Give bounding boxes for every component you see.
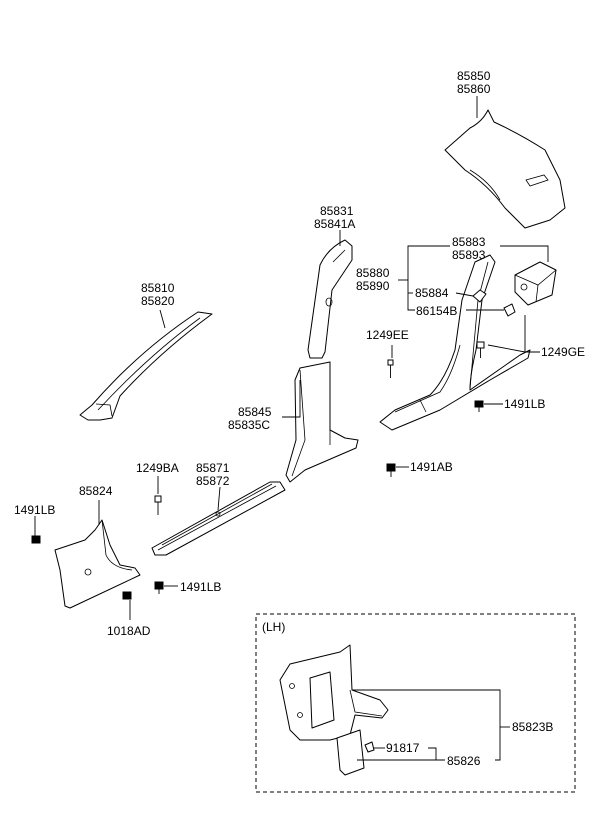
label-1491LB-bottom: 1491LB [180, 580, 221, 594]
label-85883: 85883 [452, 235, 486, 249]
kick-panel-trim [54, 519, 141, 609]
label-85824: 85824 [79, 484, 113, 498]
label-85820: 85820 [141, 294, 175, 308]
label-85850: 85850 [457, 69, 491, 83]
screw-1249BA [154, 495, 162, 515]
label-85810: 85810 [141, 281, 175, 295]
lh-inset [255, 613, 576, 793]
label-91817: 91817 [386, 741, 420, 755]
part-labels: 85850 85860 85831 85841A 85883 85893 858… [14, 69, 585, 768]
label-1249BA: 1249BA [136, 461, 179, 475]
label-85845: 85845 [238, 405, 272, 419]
label-1249GE: 1249GE [541, 345, 585, 359]
anchor-cover [514, 261, 557, 306]
b-pillar-upper-trim [307, 239, 353, 359]
label-85890: 85890 [356, 279, 390, 293]
label-85872: 85872 [196, 474, 230, 488]
label-1491LB-right: 1491LB [504, 397, 545, 411]
label-1249EE: 1249EE [366, 328, 409, 342]
label-85893: 85893 [452, 248, 486, 262]
b-pillar-lower-trim [285, 361, 359, 483]
leader-lines [34, 96, 549, 620]
label-85860: 85860 [457, 82, 491, 96]
label-1018AD: 1018AD [107, 624, 151, 638]
screw-1249EE [387, 359, 394, 378]
label-85831: 85831 [320, 204, 354, 218]
label-85826: 85826 [447, 754, 481, 768]
label-85835C: 85835C [228, 418, 270, 432]
screw-1491LB-left [31, 535, 41, 544]
scuff-plate [151, 481, 286, 556]
label-1491AB: 1491AB [410, 460, 453, 474]
screw-1491LB-bottom [154, 581, 164, 594]
label-85880: 85880 [356, 266, 390, 280]
clip-86154B [503, 303, 516, 317]
clip-85884 [472, 289, 487, 303]
label-85823B: 85823B [512, 720, 553, 734]
screw-1491LB-right [474, 400, 484, 412]
label-1491LB-left: 1491LB [14, 503, 55, 517]
label-inset-lh: (LH) [262, 620, 285, 634]
rear-quarter-trim [444, 109, 566, 229]
label-85841A: 85841A [314, 217, 355, 231]
screw-1491AB [386, 463, 396, 477]
a-pillar-trim [79, 311, 213, 421]
label-86154B: 86154B [416, 304, 457, 318]
label-85871: 85871 [196, 461, 230, 475]
label-85884: 85884 [415, 286, 449, 300]
screw-1249GE [476, 341, 485, 358]
screw-1018AD [122, 591, 132, 600]
